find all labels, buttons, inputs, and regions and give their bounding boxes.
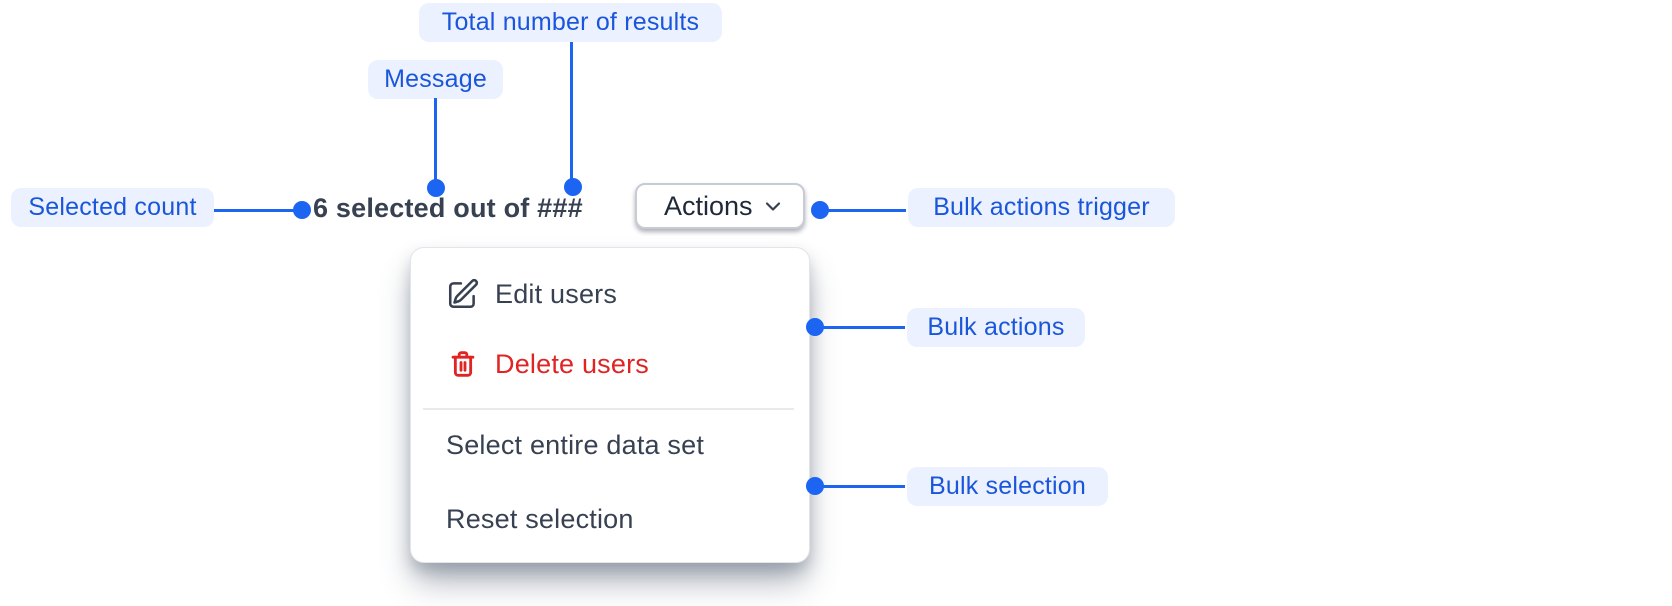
- connector-dot-bulk-actions: [806, 318, 824, 336]
- trash-bin-icon: [446, 347, 480, 381]
- actions-button-label: Actions: [664, 190, 753, 221]
- connector-line-bulk-actions-trigger: [824, 209, 906, 212]
- connector-dot-bulk-actions-trigger: [811, 201, 829, 219]
- annotation-label-selected-count: Selected count: [11, 188, 214, 227]
- menu-divider: [423, 408, 794, 410]
- bulk-actions-menu: Edit users Delete users Select entire da…: [410, 247, 810, 563]
- connector-line-bulk-actions: [820, 326, 905, 329]
- annotation-label-bulk-actions: Bulk actions: [907, 308, 1085, 347]
- annotation-label-bulk-actions-trigger: Bulk actions trigger: [908, 188, 1175, 227]
- chevron-down-icon: [761, 194, 785, 218]
- menu-item-select-entire-data-set[interactable]: Select entire data set: [411, 423, 809, 467]
- menu-item-label: Edit users: [495, 278, 618, 309]
- edit-pencil-square-icon: [446, 277, 480, 311]
- menu-item-label: Select entire data set: [446, 429, 705, 460]
- connector-dot-message: [427, 179, 445, 197]
- connector-line-bulk-selection: [820, 485, 905, 488]
- selection-count-message: 6 selected out of ###: [313, 193, 583, 223]
- bulk-actions-trigger-button[interactable]: Actions: [635, 183, 805, 229]
- annotation-label-total-results: Total number of results: [419, 3, 722, 42]
- connector-line-selected-count: [214, 209, 296, 212]
- connector-line-total-results: [570, 42, 573, 187]
- menu-item-delete-users[interactable]: Delete users: [411, 342, 809, 386]
- connector-line-message: [434, 98, 437, 188]
- connector-dot-bulk-selection: [806, 477, 824, 495]
- connector-dot-total-results: [564, 178, 582, 196]
- menu-item-edit-users[interactable]: Edit users: [411, 272, 809, 316]
- menu-item-reset-selection[interactable]: Reset selection: [411, 497, 809, 541]
- connector-dot-selected-count: [293, 201, 311, 219]
- menu-item-label: Reset selection: [446, 503, 634, 534]
- menu-item-label: Delete users: [495, 348, 649, 379]
- annotation-label-bulk-selection: Bulk selection: [907, 467, 1108, 506]
- annotation-label-message: Message: [368, 60, 503, 99]
